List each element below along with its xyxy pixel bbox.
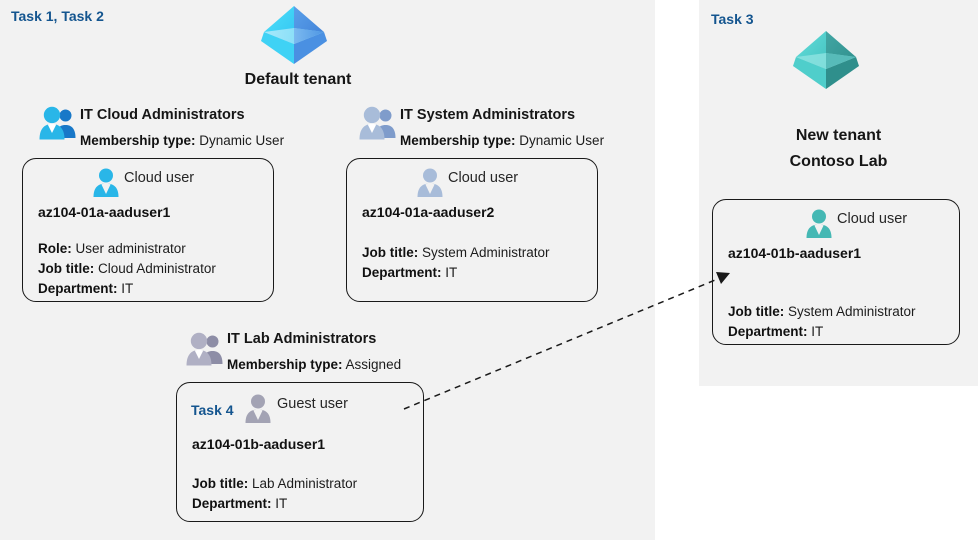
- attribute-label: Department:: [192, 496, 272, 511]
- user-type-label: Cloud user: [448, 170, 519, 186]
- attribute-value: User administrator: [75, 241, 186, 256]
- user-attribute-job-title: Job title: System Administrator: [728, 304, 916, 319]
- group-membership-it-system-administrators: Membership type: Dynamic User: [400, 133, 604, 148]
- user-card-az104-01b-aaduser1-cloud[interactable]: Cloud user az104-01b-aaduser1 Job title:…: [712, 199, 960, 345]
- attribute-label: Job title:: [38, 261, 95, 276]
- membership-value: Assigned: [345, 357, 402, 372]
- task-label-left: Task 1, Task 2: [11, 8, 104, 24]
- user-card-az104-01a-aaduser1[interactable]: Cloud user az104-01a-aaduser1 Role: User…: [22, 158, 274, 302]
- attribute-value: IT: [811, 324, 824, 339]
- user-attribute-department: Department: IT: [192, 496, 287, 511]
- membership-value: Dynamic User: [199, 133, 285, 148]
- cloud-user-icon: [91, 167, 121, 197]
- group-membership-it-cloud-administrators: Membership type: Dynamic User: [80, 133, 284, 148]
- user-attribute-role: Role: User administrator: [38, 241, 186, 256]
- azure-ad-tenant-icon-default: [258, 2, 330, 68]
- user-type-label: Cloud user: [124, 170, 195, 186]
- user-attribute-department: Department: IT: [362, 265, 457, 280]
- group-name-it-lab-administrators: IT Lab Administrators: [227, 331, 377, 347]
- attribute-value: Cloud Administrator: [98, 261, 216, 276]
- attribute-label: Job title:: [362, 245, 419, 260]
- attribute-label: Role:: [38, 241, 72, 256]
- group-users-icon-it-lab-administrators: [185, 332, 225, 368]
- task-label-right: Task 3: [711, 11, 754, 27]
- attribute-label: Department:: [38, 281, 118, 296]
- user-name: az104-01a-aaduser1: [38, 204, 171, 220]
- user-attribute-department: Department: IT: [38, 281, 133, 296]
- user-attribute-department: Department: IT: [728, 324, 823, 339]
- guest-user-icon: [243, 393, 273, 423]
- user-attribute-job-title: Job title: System Administrator: [362, 245, 550, 260]
- group-name-it-system-administrators: IT System Administrators: [400, 107, 576, 123]
- attribute-label: Job title:: [192, 476, 249, 491]
- group-users-icon-it-system-administrators: [358, 106, 398, 142]
- attribute-label: Department:: [362, 265, 442, 280]
- task-label-guest-user: Task 4: [191, 402, 234, 418]
- attribute-label: Job title:: [728, 304, 785, 319]
- default-tenant-label: Default tenant: [244, 71, 352, 88]
- membership-value: Dynamic User: [519, 133, 605, 148]
- cloud-user-icon: [415, 167, 445, 197]
- membership-label: Membership type:: [227, 357, 343, 372]
- membership-label: Membership type:: [80, 133, 196, 148]
- attribute-value: System Administrator: [422, 245, 550, 260]
- user-card-az104-01b-aaduser1-guest[interactable]: Task 4 Guest user az104-01b-aaduser1 Job…: [176, 382, 424, 522]
- user-type-label: Guest user: [277, 396, 348, 412]
- new-tenant-label-line1: New tenant: [795, 127, 882, 144]
- group-name-it-cloud-administrators: IT Cloud Administrators: [80, 107, 245, 123]
- group-users-icon-it-cloud-administrators: [38, 106, 78, 142]
- new-tenant-label-line2: Contoso Lab: [789, 153, 888, 170]
- user-attribute-job-title: Job title: Lab Administrator: [192, 476, 357, 491]
- azure-ad-tenant-icon-new: [790, 27, 862, 93]
- attribute-value: IT: [121, 281, 134, 296]
- attribute-value: IT: [445, 265, 458, 280]
- user-attribute-job-title: Job title: Cloud Administrator: [38, 261, 216, 276]
- user-type-label: Cloud user: [837, 211, 908, 227]
- attribute-label: Department:: [728, 324, 808, 339]
- user-card-az104-01a-aaduser2[interactable]: Cloud user az104-01a-aaduser2 Job title:…: [346, 158, 598, 302]
- attribute-value: Lab Administrator: [252, 476, 358, 491]
- user-name: az104-01b-aaduser1: [728, 245, 862, 261]
- user-name: az104-01b-aaduser1: [192, 436, 326, 452]
- user-name: az104-01a-aaduser2: [362, 204, 495, 220]
- attribute-value: IT: [275, 496, 288, 511]
- attribute-value: System Administrator: [788, 304, 916, 319]
- group-membership-it-lab-administrators: Membership type: Assigned: [227, 357, 401, 372]
- membership-label: Membership type:: [400, 133, 516, 148]
- cloud-user-icon: [804, 208, 834, 238]
